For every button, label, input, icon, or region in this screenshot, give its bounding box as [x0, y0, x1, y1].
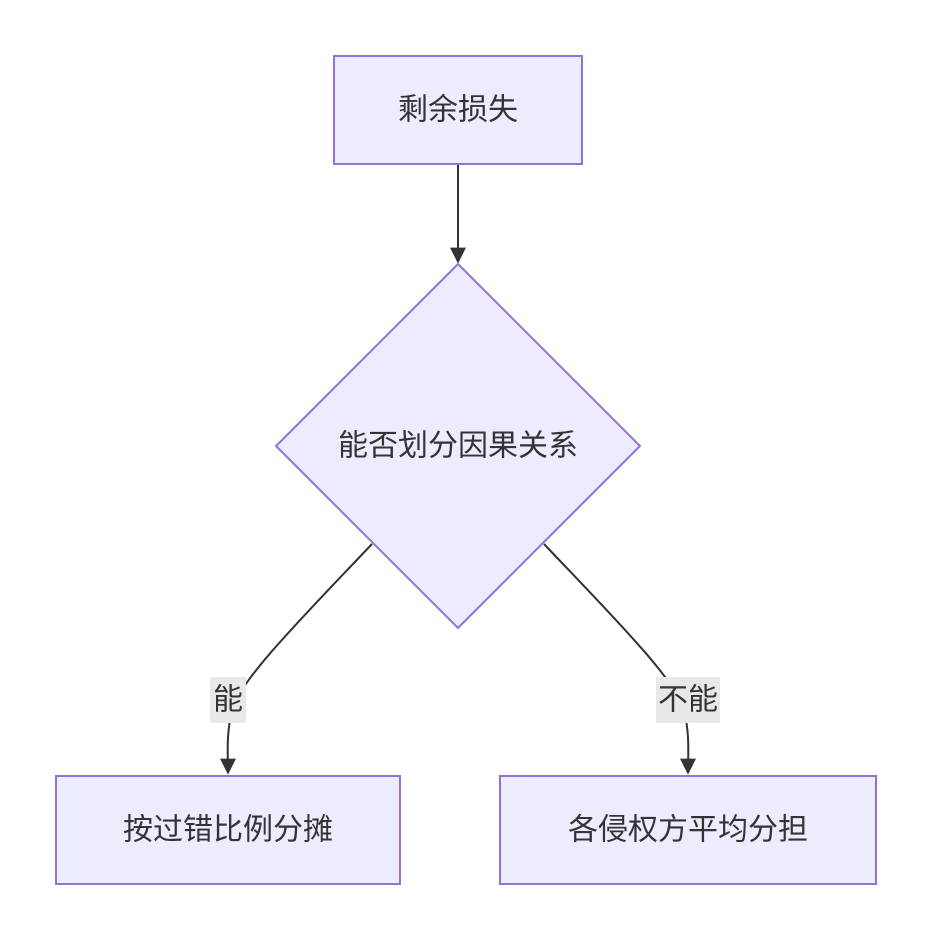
edge-label-no: 不能 [656, 677, 720, 723]
edge-decision-to-left [219, 543, 373, 775]
node-equal-share-label: 各侵权方平均分担 [568, 813, 808, 848]
edge-label-yes-text: 能 [213, 683, 243, 718]
node-remaining-loss-label: 剩余损失 [398, 93, 518, 128]
node-decision-causality: 能否划分因果关系 [274, 262, 642, 630]
node-proportional-share: 按过错比例分摊 [55, 775, 401, 885]
edge-decision-to-right [543, 543, 697, 775]
node-decision-causality-label: 能否划分因果关系 [338, 429, 578, 464]
edge-label-no-text: 不能 [658, 683, 718, 718]
node-remaining-loss: 剩余损失 [333, 55, 583, 165]
node-equal-share: 各侵权方平均分担 [499, 775, 877, 885]
node-proportional-share-label: 按过错比例分摊 [123, 813, 333, 848]
edge-label-yes: 能 [210, 677, 246, 723]
